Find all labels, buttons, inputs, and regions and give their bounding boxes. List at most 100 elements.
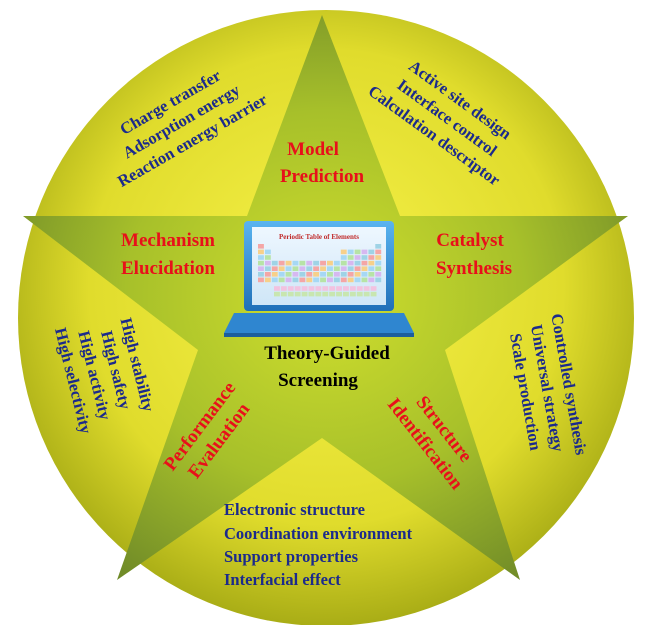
periodic-cell: [361, 272, 368, 277]
periodic-cell: [340, 272, 347, 277]
periodic-cell: [333, 260, 340, 266]
periodic-cell: [285, 272, 292, 277]
periodic-cell: [361, 255, 368, 260]
periodic-cell: [292, 277, 299, 283]
periodic-cell: [278, 277, 285, 283]
periodic-cell: [278, 272, 285, 277]
periodic-cell: [368, 255, 375, 260]
periodic-cell: [287, 291, 294, 297]
periodic-cell: [349, 286, 356, 291]
periodic-cell: [315, 286, 322, 291]
periodic-cell: [354, 266, 361, 271]
periodic-cell: [315, 291, 322, 297]
periodic-cell: [340, 266, 347, 271]
periodic-cell: [299, 266, 306, 271]
periodic-cell: [347, 260, 354, 266]
periodic-cell: [368, 260, 375, 266]
periodic-cell: [363, 286, 370, 291]
catalyst-synthesis-line2: Synthesis: [436, 258, 512, 279]
center-label-line1: Theory-Guided: [264, 343, 390, 364]
periodic-cell: [327, 260, 333, 266]
periodic-cell: [347, 277, 354, 283]
periodic-cell: [292, 260, 299, 266]
periodic-cell: [347, 266, 354, 271]
periodic-cell: [327, 266, 333, 271]
periodic-cell: [292, 272, 299, 277]
periodic-cell: [333, 277, 340, 283]
periodic-cell: [340, 249, 347, 255]
periodic-cell: [264, 255, 271, 260]
periodic-table-grid: [258, 244, 382, 297]
periodic-cell: [306, 272, 313, 277]
periodic-cell: [258, 260, 264, 266]
periodic-cell: [320, 266, 326, 271]
mechanism-elucidation-line1: Mechanism: [121, 230, 215, 251]
periodic-cell: [271, 266, 278, 271]
periodic-cell: [320, 277, 326, 283]
periodic-cell: [264, 260, 271, 266]
periodic-cell: [271, 277, 278, 283]
periodic-cell: [271, 260, 278, 266]
sector-bottom-item-1: Electronic structure: [224, 500, 365, 519]
periodic-cell: [264, 277, 271, 283]
model-prediction-line1: Model: [287, 139, 339, 160]
periodic-cell: [354, 249, 361, 255]
sector-bottom-item-4: Interfacial effect: [224, 570, 341, 589]
catalyst-synthesis-line1: Catalyst: [436, 230, 504, 251]
periodic-cell: [354, 277, 361, 283]
periodic-cell: [299, 277, 306, 283]
periodic-cell: [320, 260, 326, 266]
periodic-cell: [333, 272, 340, 277]
periodic-cell: [329, 291, 336, 297]
periodic-cell: [287, 286, 294, 291]
periodic-cell: [278, 260, 285, 266]
periodic-cell: [370, 291, 377, 297]
periodic-cell: [299, 260, 306, 266]
periodic-cell: [361, 266, 368, 271]
periodic-cell: [258, 272, 264, 277]
periodic-cell: [356, 291, 363, 297]
periodic-cell: [361, 277, 368, 283]
periodic-cell: [375, 266, 382, 271]
periodic-cell: [375, 249, 382, 255]
periodic-cell: [258, 249, 264, 255]
periodic-cell: [347, 272, 354, 277]
periodic-cell: [258, 277, 264, 283]
periodic-cell: [336, 286, 342, 291]
periodic-cell: [375, 244, 382, 249]
periodic-cell: [292, 266, 299, 271]
periodic-cell: [264, 272, 271, 277]
periodic-cell: [306, 260, 313, 266]
periodic-cell: [308, 291, 315, 297]
periodic-cell: [343, 291, 349, 297]
periodic-cell: [322, 286, 329, 291]
periodic-cell: [308, 286, 315, 291]
periodic-cell: [278, 266, 285, 271]
periodic-cell: [370, 286, 377, 291]
periodic-cell: [301, 286, 308, 291]
periodic-cell: [306, 266, 313, 271]
sector-bottom-item-2: Coordination environment: [224, 524, 413, 543]
periodic-cell: [343, 286, 349, 291]
model-prediction-line2: Prediction: [280, 166, 365, 187]
laptop-screen-title: Periodic Table of Elements: [279, 233, 359, 241]
periodic-cell: [322, 291, 329, 297]
periodic-cell: [333, 266, 340, 271]
periodic-cell: [356, 286, 363, 291]
periodic-cell: [294, 286, 301, 291]
periodic-cell: [368, 249, 375, 255]
periodic-cell: [347, 249, 354, 255]
center-label-line2: Screening: [278, 370, 358, 391]
periodic-cell: [264, 249, 271, 255]
periodic-cell: [285, 266, 292, 271]
periodic-cell: [285, 260, 292, 266]
periodic-cell: [294, 291, 301, 297]
periodic-cell: [313, 277, 320, 283]
periodic-cell: [285, 277, 292, 283]
periodic-cell: [274, 291, 280, 297]
periodic-cell: [264, 266, 271, 271]
periodic-cell: [320, 272, 326, 277]
periodic-cell: [280, 291, 287, 297]
periodic-cell: [354, 272, 361, 277]
